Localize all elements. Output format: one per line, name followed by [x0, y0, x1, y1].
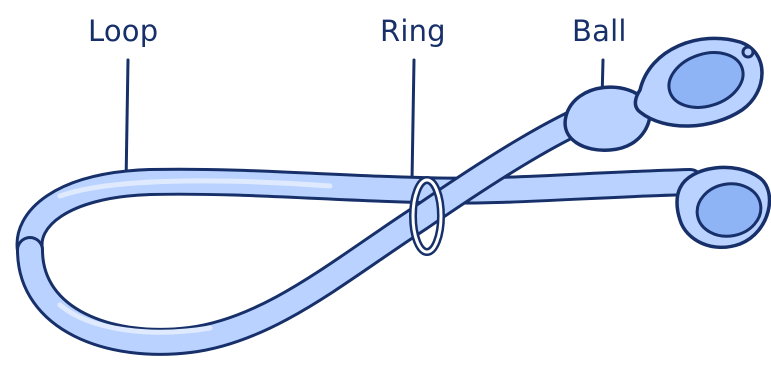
upper-tip-notch — [743, 47, 753, 57]
loop-bottom-fill — [30, 108, 610, 342]
loop-label: Loop — [88, 17, 158, 46]
loop-leader-line — [126, 60, 128, 184]
ball-label: Ball — [572, 17, 627, 46]
ring-leader-line — [412, 60, 414, 181]
lower-arm-fill — [30, 182, 690, 250]
ring-label: Ring — [380, 17, 446, 46]
